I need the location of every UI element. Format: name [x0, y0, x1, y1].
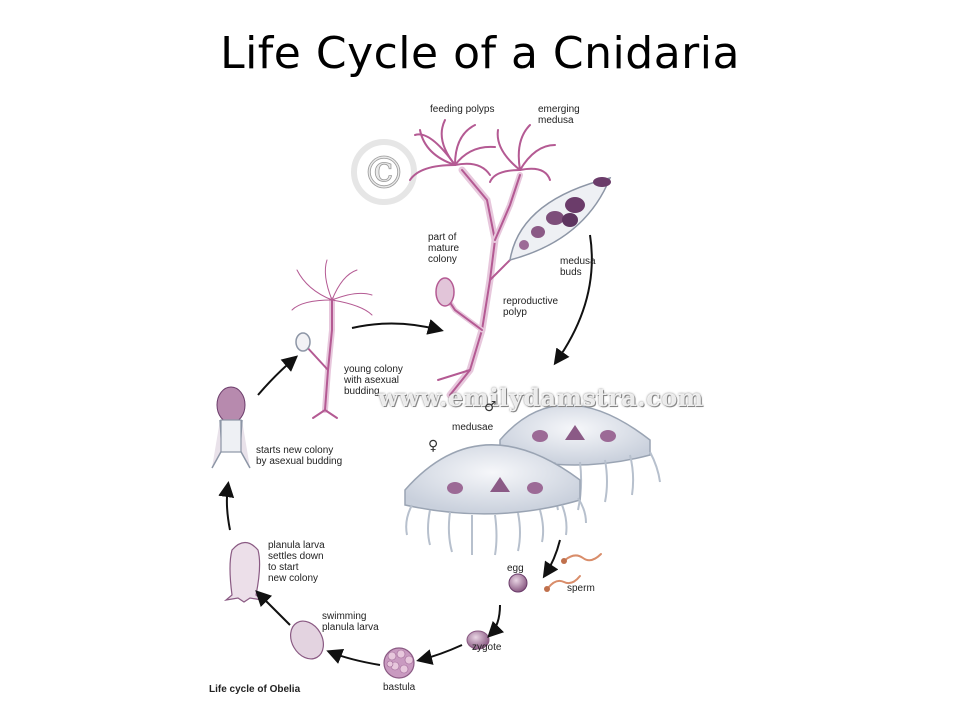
sperm-cells [544, 553, 602, 592]
medusa-front [404, 444, 587, 556]
copyright-symbol: © [362, 148, 406, 199]
cycle-arrows [218, 234, 593, 666]
swimming-planula [290, 620, 324, 660]
label-sperm: sperm [567, 583, 595, 594]
label-starts-new-colony: starts new colony by asexual budding [256, 445, 343, 467]
mature-colony [437, 166, 523, 399]
label-egg: egg [507, 563, 524, 574]
label-part-of-colony: part of mature colony [428, 232, 460, 265]
label-planula-settles: planula larva settles down to start new … [268, 540, 325, 584]
feeding-polyp-tentacles [409, 119, 556, 183]
copyright-mark-icon: © [351, 139, 417, 205]
male-symbol-icon: ♂ [484, 399, 497, 415]
label-reproductive-polyp: reproductive polyp [503, 296, 559, 318]
label-zygote: zygote [472, 642, 502, 653]
label-swimming-planula: swimming planula larva [322, 611, 379, 633]
medusa-back [499, 404, 661, 511]
label-blastula: bastula [383, 682, 416, 693]
label-medusa-buds: medusa buds [560, 256, 596, 278]
label-feeding-polyps: feeding polyps [430, 104, 495, 115]
label-medusae: medusae [452, 422, 494, 433]
label-young-colony: young colony with asexual budding [344, 364, 403, 397]
settling-planula [223, 541, 265, 603]
zygote-cell [466, 630, 490, 650]
slide-title: Life Cycle of a Cnidaria [220, 28, 740, 79]
label-emerging-medusa: emerging medusa [538, 104, 580, 126]
watermark-text: www.emilydamstra.com [378, 383, 704, 412]
small-reproductive-polyp [435, 277, 455, 307]
young-colony [291, 259, 373, 419]
blastula [383, 647, 415, 679]
new-colony-start [211, 386, 251, 469]
egg-cell [508, 573, 528, 593]
figure-caption: Life cycle of Obelia [209, 684, 301, 695]
female-symbol-icon: ♀ [428, 438, 439, 454]
reproductive-polyp [509, 176, 612, 262]
